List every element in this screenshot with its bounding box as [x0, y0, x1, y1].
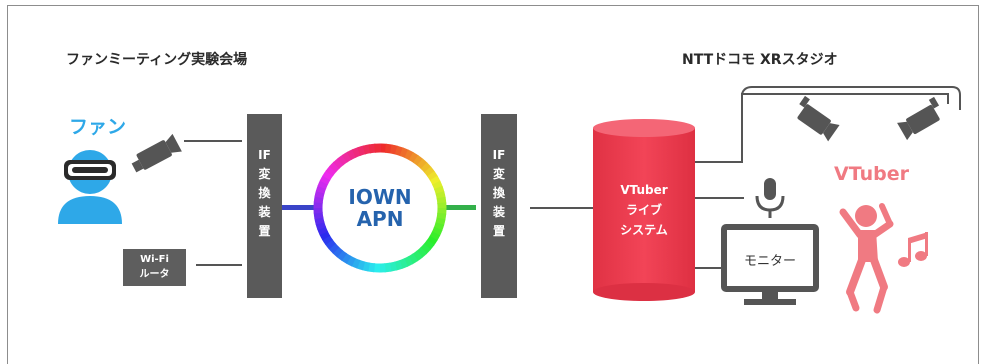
fan-person-icon	[58, 150, 122, 224]
wifi-router-box	[123, 249, 186, 286]
router-line: ルータ	[139, 269, 170, 280]
vtuber-label: VTuber	[834, 163, 909, 185]
vtuber-system-cylinder	[593, 119, 695, 301]
converter-left-char: 置	[258, 224, 271, 238]
converter-left-char: 換	[258, 186, 271, 200]
converter-right-char: 装	[492, 205, 505, 219]
camera-studio-right-icon	[897, 96, 940, 141]
apn-line: IOWN	[348, 185, 412, 209]
link-right	[444, 205, 476, 210]
connection-lines	[184, 86, 961, 269]
camera-studio-left-icon	[797, 95, 840, 142]
monitor-label: モニター	[743, 254, 796, 269]
if-converter-left-label: IF 変 換 装 置	[247, 146, 282, 241]
right-studio-title: NTTドコモ XRスタジオ	[682, 52, 838, 68]
converter-left-char: IF	[258, 148, 271, 162]
link-left	[282, 205, 316, 210]
camera-fan-icon	[131, 133, 182, 173]
if-converter-left	[247, 114, 282, 298]
if-converter-right-label: IF 変 換 装 置	[481, 146, 517, 241]
converter-right-char: 換	[492, 186, 505, 200]
converter-left-char: 変	[258, 167, 271, 181]
system-line: システム	[620, 223, 668, 237]
apn-line: APN	[356, 207, 404, 231]
converter-right-char: IF	[492, 148, 506, 162]
if-converter-right	[481, 114, 517, 298]
system-line: ライブ	[625, 203, 662, 217]
vtuber-system-label: VTuber ライブ システム	[593, 180, 695, 240]
converter-left-char: 装	[258, 205, 271, 219]
iown-apn-label: IOWN APN	[320, 186, 440, 230]
left-venue-title: ファンミーティング実験会場	[66, 52, 248, 68]
wifi-router-label: Wi-Fi ルータ	[123, 252, 186, 282]
system-line: VTuber	[620, 183, 668, 197]
router-line: Wi-Fi	[140, 254, 169, 265]
apn-ring	[313, 143, 447, 273]
music-note-icon	[898, 232, 928, 267]
converter-right-char: 置	[492, 224, 505, 238]
monitor-icon	[721, 224, 819, 305]
converter-right-char: 変	[492, 167, 505, 181]
microphone-icon	[755, 178, 785, 218]
fan-label: ファン	[69, 116, 127, 138]
vtuber-dancer-icon	[839, 203, 894, 314]
